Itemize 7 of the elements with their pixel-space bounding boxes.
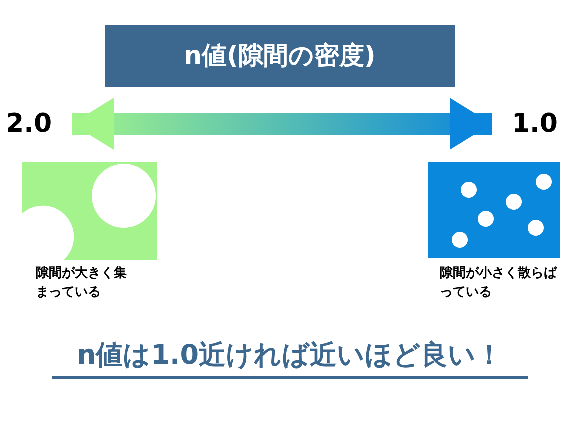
conclusion-text: n値は1.0近ければ近いほど良い！ bbox=[76, 339, 504, 373]
double-arrow bbox=[72, 98, 492, 150]
caption: 隙間が小さく散らばっている bbox=[440, 265, 558, 302]
scale-value: 1.0 bbox=[512, 108, 558, 140]
caption: 隙間が大きく集まっている bbox=[36, 265, 128, 302]
scale-value: 2.0 bbox=[6, 108, 52, 140]
title-banner: n値(隙間の密度) bbox=[105, 25, 455, 87]
